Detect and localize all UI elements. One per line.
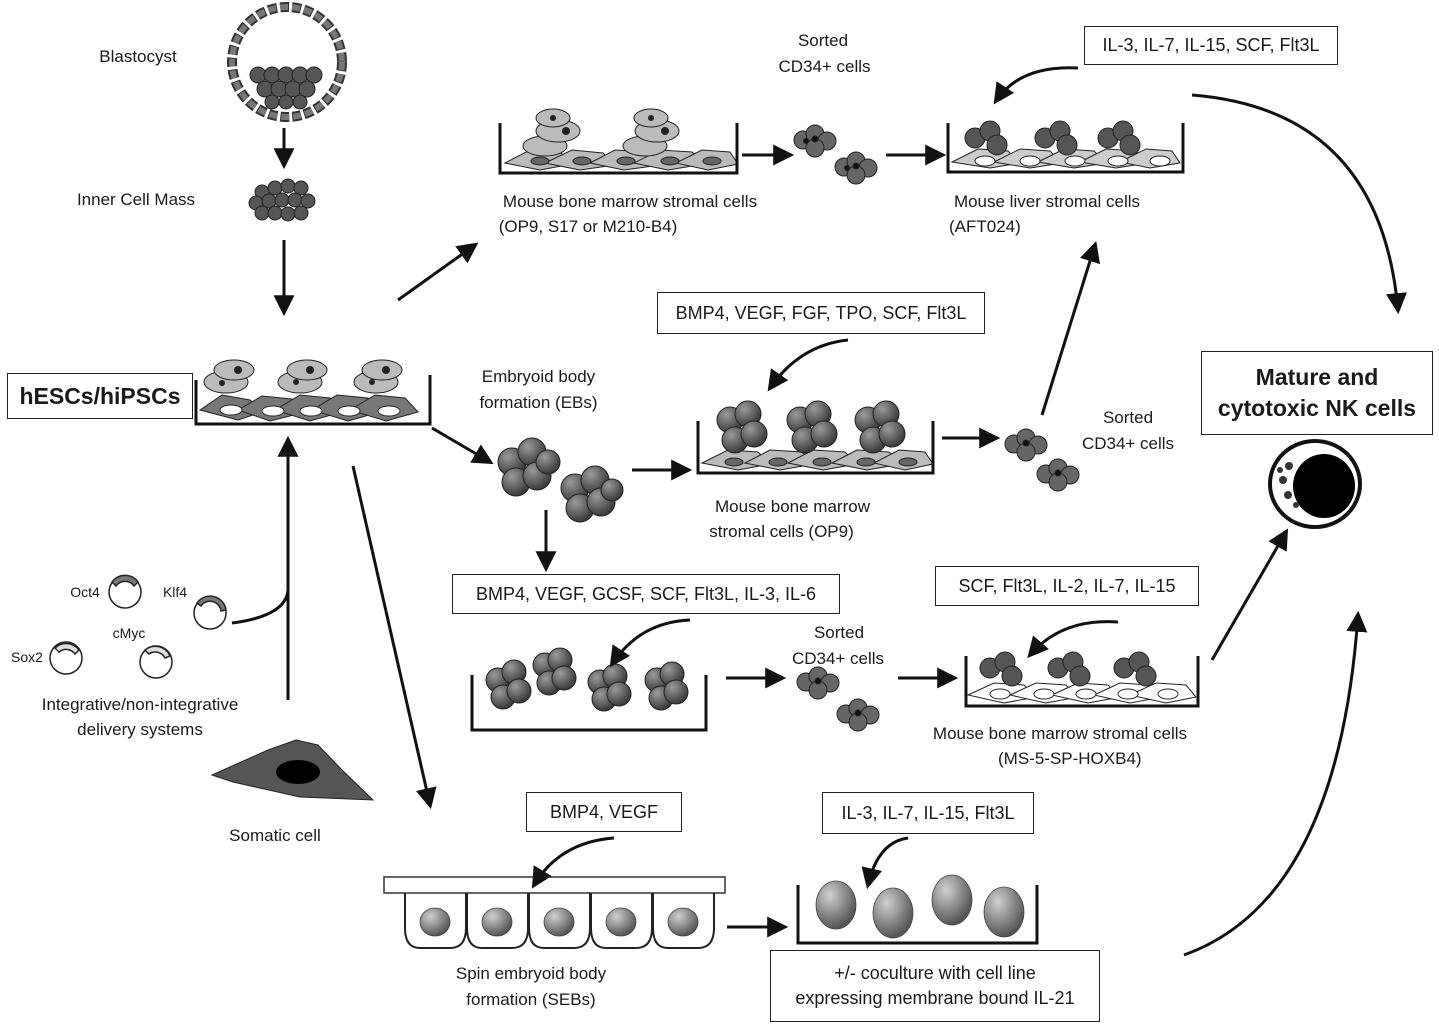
ms5-label-b: (MS-5-SP-HOXB4) [998, 749, 1142, 768]
nk-cell-icon [1268, 439, 1362, 529]
bm-op9-label-b: stromal cells (OP9) [709, 522, 854, 541]
inner-cell-mass-icon [248, 178, 316, 222]
cytokine-box-seb: BMP4, VEGF [526, 792, 682, 832]
delivery-label-2: delivery systems [77, 720, 203, 739]
sorted-label-1a: Sorted [797, 31, 849, 50]
hesc-culture-dish-icon [194, 359, 432, 426]
sorted-label-2a: Sorted [1102, 408, 1154, 427]
cd34-cells-icon-3 [796, 666, 880, 732]
cytokine-box-top: IL-3, IL-7, IL-15, SCF, Flt3L [1084, 26, 1338, 65]
eb-label-a: Embryoid body [481, 367, 596, 386]
seb-label-b: formation (SEBs) [466, 990, 596, 1009]
cytokine-box-op9: BMP4, VEGF, FGF, TPO, SCF, Flt3L [657, 292, 985, 334]
sorted-label-3a: Sorted [813, 623, 865, 642]
seb-culture-dish-icon [796, 874, 1039, 945]
blastocyst-label: Blastocyst [99, 47, 177, 66]
coculture-line-2: expressing membrane bound IL-21 [795, 988, 1075, 1008]
somatic-cell-label: Somatic cell [229, 826, 321, 845]
flow-arrows [273, 66, 1407, 957]
hesc-box: hESCs/hiPSCs [7, 373, 193, 419]
eb-culture-dish-icon [470, 647, 708, 732]
cytokine-box-ms5: SCF, Flt3L, IL-2, IL-7, IL-15 [935, 566, 1199, 606]
cd34-cells-icon-1 [793, 124, 878, 185]
bm-stromal-label-1b: (OP9, S17 or M210-B4) [498, 217, 678, 236]
cmyc-label: cMyc [112, 625, 146, 641]
reprogramming-arrow [231, 589, 290, 700]
op9-dish-icon [696, 400, 935, 475]
nk-title-line-1: Mature and [1255, 364, 1379, 390]
blastocyst-icon [227, 2, 347, 122]
seb-label-a: Spin embryoid body [455, 964, 607, 983]
oct4-label: Oct4 [70, 584, 100, 600]
bm-stromal-dish-icon [498, 108, 739, 175]
sorted-label-2b: CD34+ cells [1081, 434, 1175, 453]
sorted-label-1b: CD34+ cells [778, 57, 871, 76]
klf4-label: Klf4 [162, 584, 188, 600]
ms5-dish-icon [964, 651, 1200, 708]
sorted-label-3b: CD34+ cells [791, 649, 885, 668]
coculture-box: +/- coculture with cell line expressing … [770, 950, 1100, 1022]
cd34-cells-icon-2 [1004, 428, 1080, 492]
liver-stromal-label-b: (AFT024) [949, 217, 1021, 236]
nk-box: Mature and cytotoxic NK cells [1201, 351, 1433, 435]
plasmid-icons [49, 574, 227, 679]
somatic-cell-icon [210, 739, 375, 801]
cytokine-box-seb2: IL-3, IL-7, IL-15, Flt3L [822, 792, 1034, 834]
liver-stromal-label-a: Mouse liver stromal cells [953, 192, 1141, 211]
bm-op9-label-a: Mouse bone marrow [715, 497, 870, 516]
embryoid-body-icon [497, 437, 624, 523]
sox2-label: Sox2 [11, 649, 43, 665]
inner-cell-mass-label: Inner Cell Mass [76, 190, 196, 209]
nk-title-line-2: cytotoxic NK cells [1217, 395, 1417, 421]
eb-label-b: formation (EBs) [479, 393, 598, 412]
coculture-line-1: +/- coculture with cell line [834, 963, 1036, 983]
ms5-label-a: Mouse bone marrow stromal cells [932, 724, 1188, 743]
spin-eb-plate-icon [383, 876, 726, 949]
liver-stromal-dish-icon [946, 120, 1185, 174]
bm-stromal-label-1a: Mouse bone marrow stromal cells [502, 192, 758, 211]
delivery-label-1: Integrative/non-integrative [41, 695, 239, 714]
cytokine-box-eb: BMP4, VEGF, GCSF, SCF, Flt3L, IL-3, IL-6 [452, 574, 840, 614]
